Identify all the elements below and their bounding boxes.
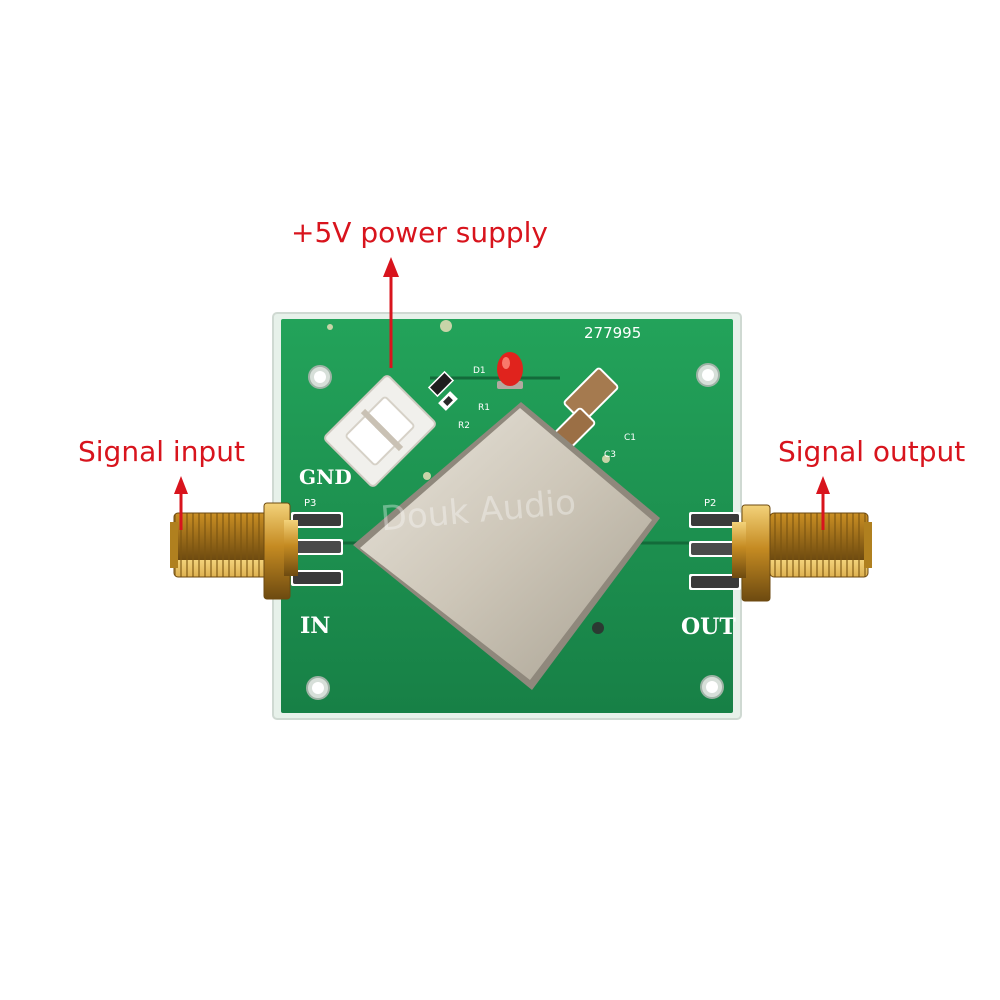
silk-c1: C1 (624, 433, 636, 443)
arrow-up-icon (383, 257, 399, 368)
rf-pads-right (689, 512, 741, 590)
arrow-up-icon (816, 476, 830, 530)
shield-can (353, 402, 660, 690)
mounting-hole-icon (308, 365, 332, 389)
silk-in: IN (300, 613, 330, 639)
silk-d1: D1 (473, 366, 486, 376)
callout-signal-output: Signal output (778, 435, 966, 468)
via-icon (592, 622, 604, 634)
via-icon (423, 472, 431, 480)
mounting-hole-icon (306, 676, 330, 700)
power-connector (324, 375, 436, 487)
led-icon (497, 352, 523, 389)
resistor-r1 (427, 370, 455, 398)
silk-out: OUT (681, 614, 736, 640)
part-number: 277995 (584, 324, 641, 342)
resistor-r2 (438, 391, 458, 411)
capacitor-c1 (563, 367, 619, 423)
sma-input-connector (170, 502, 298, 600)
silk-p3: P3 (304, 498, 316, 509)
silk-gnd: GND (299, 465, 352, 489)
rf-pads-left (291, 512, 343, 586)
callout-power-supply: +5V power supply (291, 216, 549, 249)
silk-r2: R2 (458, 421, 470, 431)
via-icon (602, 455, 610, 463)
mounting-hole-icon (696, 363, 720, 387)
callout-signal-input: Signal input (78, 435, 245, 468)
silk-p2: P2 (704, 498, 716, 509)
silk-r1: R1 (478, 403, 490, 413)
via-icon (440, 320, 452, 332)
via-icon (327, 324, 333, 330)
silk-c3: C3 (604, 450, 616, 460)
mounting-hole-icon (700, 675, 724, 699)
sma-output-connector (732, 504, 872, 602)
arrow-up-icon (174, 476, 188, 530)
